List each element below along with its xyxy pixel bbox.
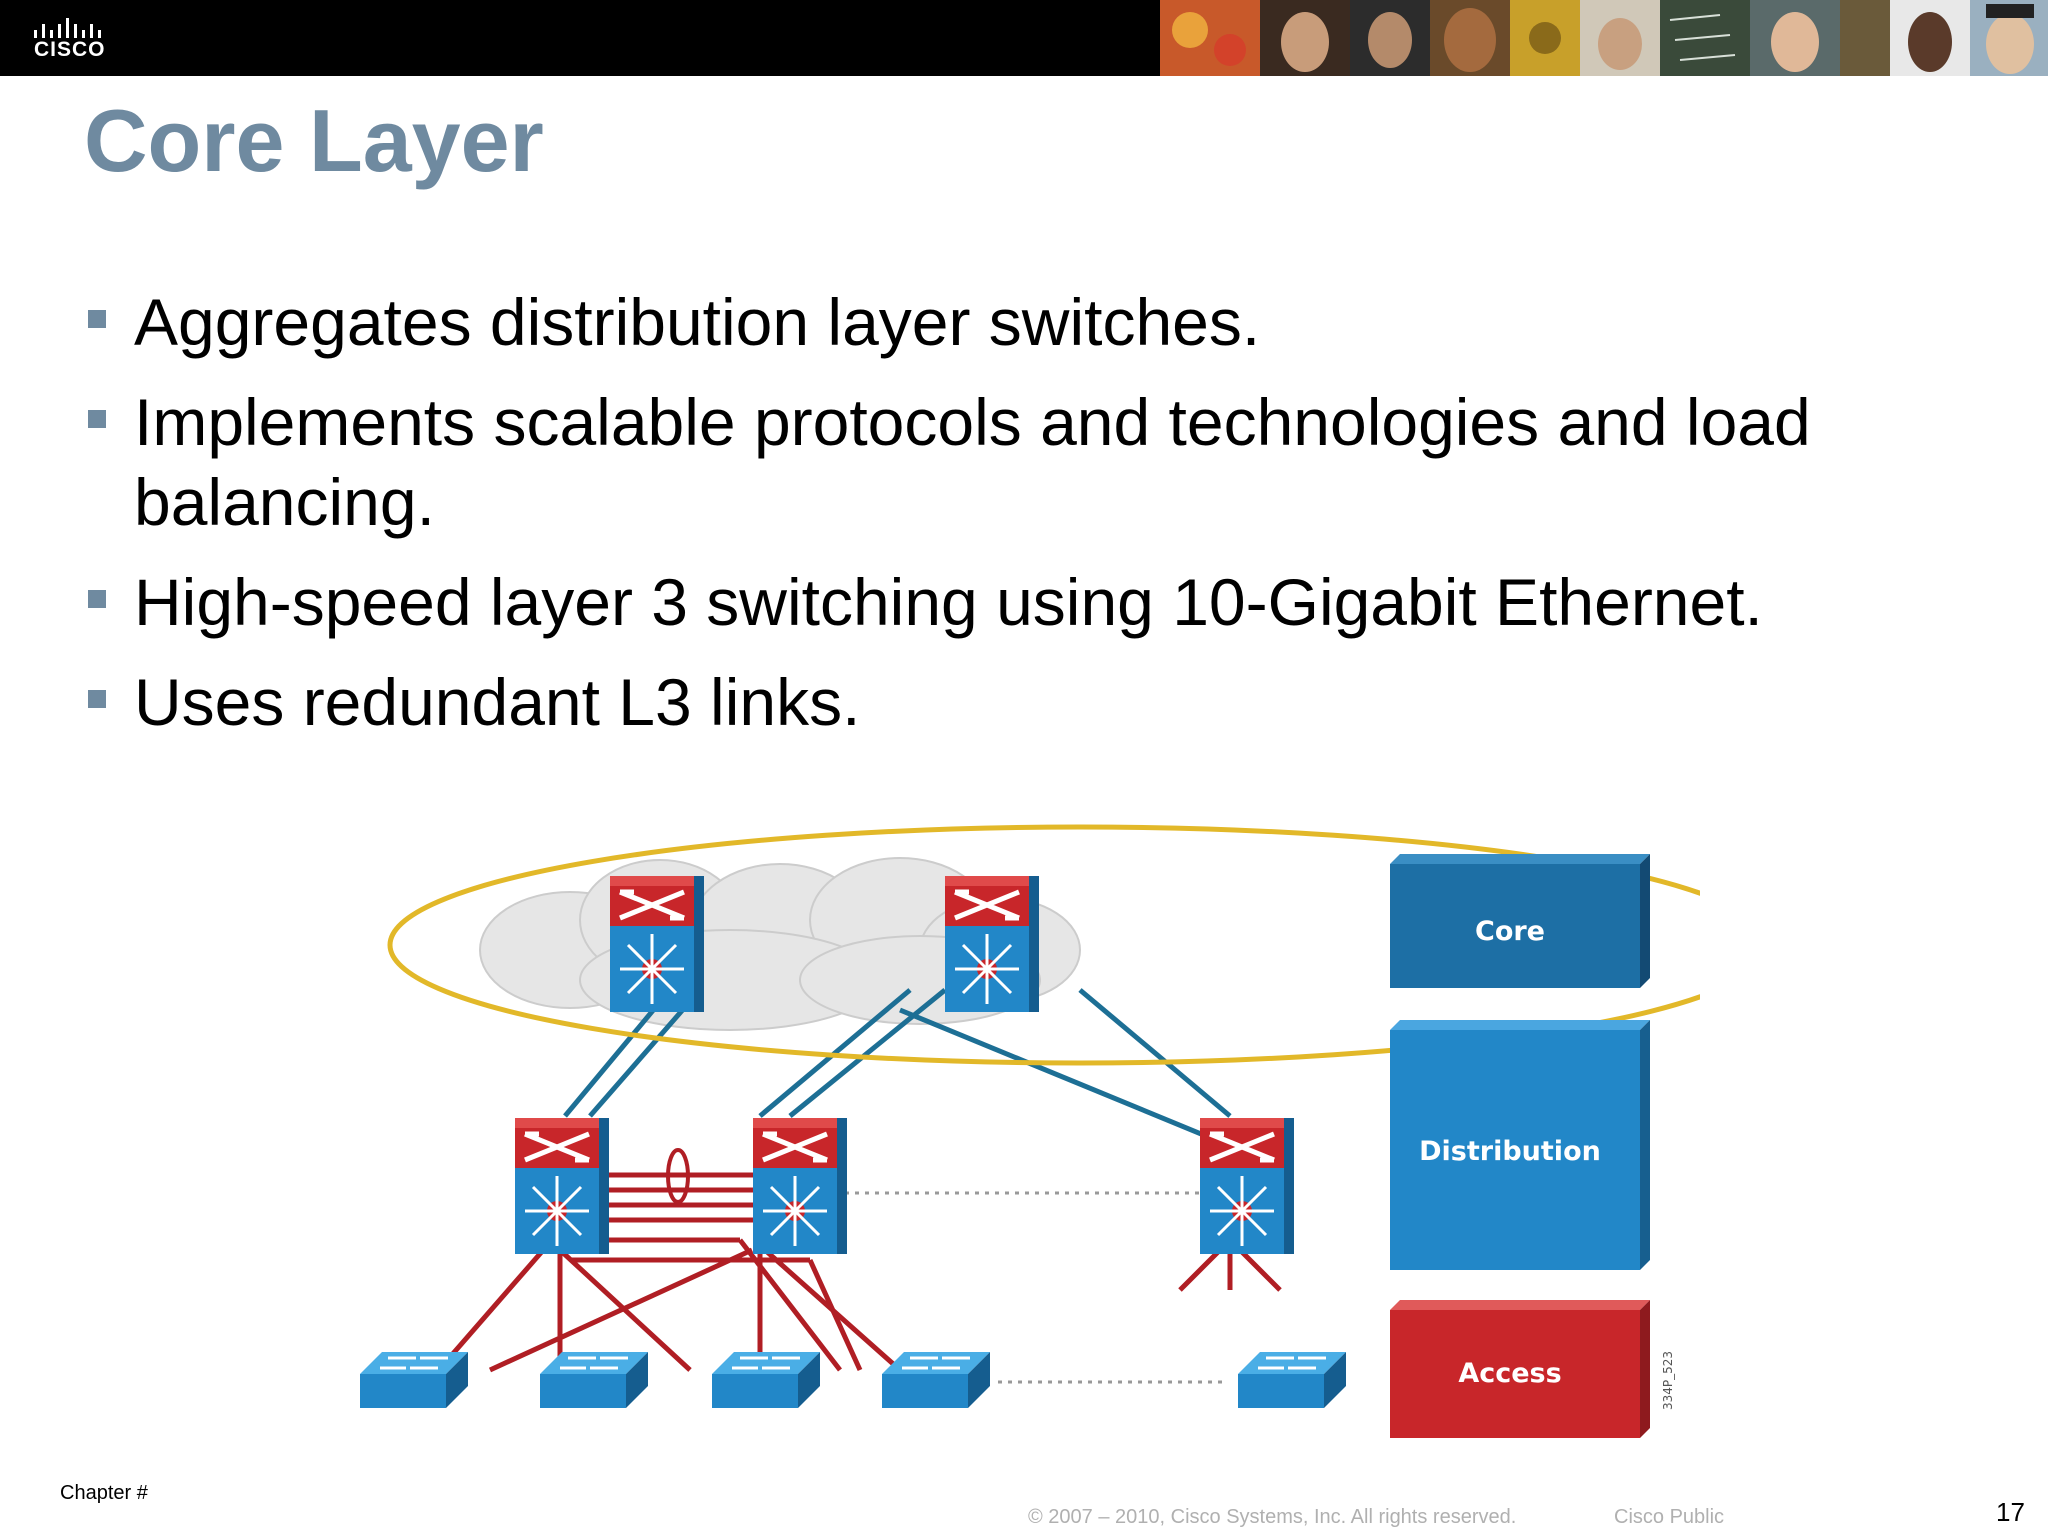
bullet-item: Implements scalable protocols and techno… bbox=[84, 382, 1984, 542]
bullet-item: High-speed layer 3 switching using 10-Gi… bbox=[84, 562, 1984, 642]
distribution-switch-3-icon bbox=[1200, 1118, 1294, 1254]
footer-chapter: Chapter # bbox=[60, 1482, 148, 1504]
bullet-square-icon bbox=[88, 310, 106, 328]
access-switch-3-icon bbox=[710, 1350, 822, 1410]
bullet-square-icon bbox=[88, 690, 106, 708]
core-ellipse bbox=[387, 824, 1700, 1066]
bullet-item: Aggregates distribution layer switches. bbox=[84, 282, 1984, 362]
cisco-logo-icon bbox=[34, 18, 101, 38]
core-switch-1-icon bbox=[610, 876, 704, 1012]
bullet-square-icon bbox=[88, 410, 106, 428]
bullet-text: Aggregates distribution layer switches. bbox=[134, 285, 1261, 359]
access-switch-5-icon bbox=[1236, 1350, 1348, 1410]
figure-code: 334P_523 bbox=[1661, 1351, 1675, 1410]
page-number: 17 bbox=[1996, 1497, 2025, 1527]
footer-copyright: © 2007 – 2010, Cisco Systems, Inc. All r… bbox=[1028, 1506, 1517, 1528]
layer-label-distribution: Distribution bbox=[1419, 1136, 1601, 1167]
layer-label-access: Access bbox=[1458, 1358, 1561, 1389]
hierarchical-network-diagram: Core Distribution Access 334P_523 bbox=[360, 824, 1700, 1438]
slide-title: Core Layer bbox=[84, 91, 544, 190]
access-switch-1-icon bbox=[360, 1350, 470, 1410]
bullet-square-icon bbox=[88, 590, 106, 608]
layer-box-access: Access bbox=[1390, 1300, 1650, 1438]
footer-classification: Cisco Public bbox=[1614, 1506, 1725, 1528]
bullet-list: Aggregates distribution layer switches. … bbox=[84, 282, 1984, 762]
core-switch-2-icon bbox=[945, 876, 1039, 1012]
dotted-links bbox=[845, 1191, 1228, 1384]
bullet-text: Uses redundant L3 links. bbox=[134, 665, 861, 739]
top-banner: CISCO bbox=[0, 0, 2048, 76]
logo-wordmark: CISCO bbox=[34, 38, 106, 61]
layer-box-core: Core bbox=[1390, 854, 1650, 988]
distribution-switch-1-icon bbox=[515, 1118, 609, 1254]
bullet-item: Uses redundant L3 links. bbox=[84, 662, 1984, 742]
distribution-switch-2-icon bbox=[753, 1118, 847, 1254]
access-switch-4-icon bbox=[880, 1350, 992, 1410]
access-switch-2-icon bbox=[538, 1350, 650, 1410]
layer-box-distribution: Distribution bbox=[1390, 1020, 1650, 1270]
photo-collage bbox=[1160, 0, 2048, 76]
etherchannel-ring bbox=[666, 1148, 690, 1204]
bullet-text: High-speed layer 3 switching using 10-Gi… bbox=[134, 565, 1763, 639]
bullet-text: Implements scalable protocols and techno… bbox=[134, 385, 1811, 539]
layer-label-core: Core bbox=[1475, 916, 1545, 947]
